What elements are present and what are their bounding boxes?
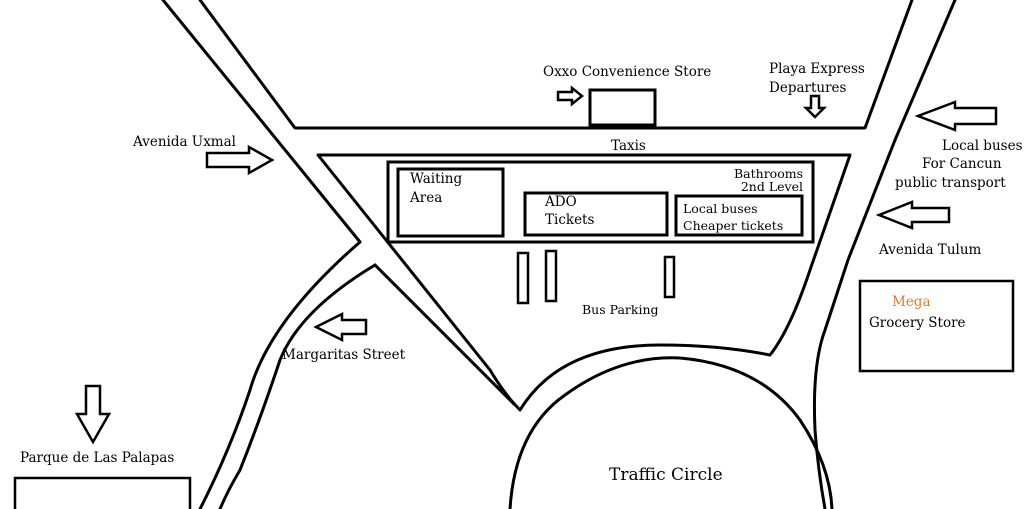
road-upper-left-inner-edge [198,0,914,130]
oxxo-label: Oxxo Convenience Store [543,64,711,80]
grocery-store-label: Grocery Store [869,315,966,331]
road-right-outer-edge [812,0,957,509]
oxxo-store: Oxxo Convenience Store [543,64,711,127]
down-arrow-icon [74,384,112,445]
left-arrow-icon [875,200,951,230]
road-margaritas-edge [218,263,377,509]
cheaper-tickets-label: Cheaper tickets [683,218,783,233]
avenida-tulum: Avenida Tulum [875,200,982,258]
playa-express: Playa Express Departures [769,61,865,119]
parque-block [13,476,192,509]
avenida-uxmal: Avenida Uxmal [132,134,275,176]
parque-palapas: Parque de Las Palapas [13,384,192,509]
oxxo-building [588,88,657,127]
ado-tickets-box [523,191,669,237]
taxis-label: Taxis [611,138,646,154]
traffic-circle-label: Traffic Circle [609,465,723,485]
parque-label: Parque de Las Palapas [20,450,174,466]
terminal-building: Waiting Area ADO Tickets Bathrooms 2nd L… [386,160,815,244]
left-arrow-icon [313,311,368,343]
local-buses-cancun: Local buses For Cancun public transport [895,100,1023,191]
public-transport-label: public transport [895,175,1006,191]
left-arrow-icon [914,100,998,132]
right-arrow-icon [205,144,275,176]
mega-grocery: Mega Grocery Store [858,279,1015,373]
road-uxmal-outer-edge [161,0,362,509]
local-buses-label: Local buses [683,201,758,216]
local-buses-cancun-label: Local buses [942,138,1023,154]
playa-departures-label: Departures [769,80,847,96]
road-lower-connector [373,263,517,407]
waiting-area-box [396,167,505,238]
bus-bay [516,251,530,305]
down-arrow-icon [802,94,828,119]
avenida-tulum-label: Avenida Tulum [878,242,982,258]
playa-express-label: Playa Express [769,61,865,77]
avenida-uxmal-label: Avenida Uxmal [132,134,236,150]
mega-brand-label: Mega [892,294,931,310]
mega-building [858,279,1015,373]
ado-tickets-label: Tickets [545,212,594,228]
for-cancun-label: For Cancun [922,156,1002,172]
local-buses-box [674,194,804,237]
roads [161,0,957,509]
traffic-circle-outline [508,356,834,509]
bus-bay [544,249,558,303]
bus-parking-bays: Bus Parking [516,249,676,317]
ado-label: ADO [544,194,577,210]
waiting-area-label: Waiting [410,171,463,187]
margaritas-label: Margaritas Street [282,347,406,363]
margaritas-street: Margaritas Street [282,311,406,363]
bus-parking-label: Bus Parking [582,302,659,317]
bathrooms-label: Bathrooms [734,166,803,181]
waiting-area-label-2: Area [409,190,442,206]
right-arrow-icon [556,85,585,107]
bathrooms-level-label: 2nd Level [741,179,803,194]
bus-bay [663,255,676,299]
